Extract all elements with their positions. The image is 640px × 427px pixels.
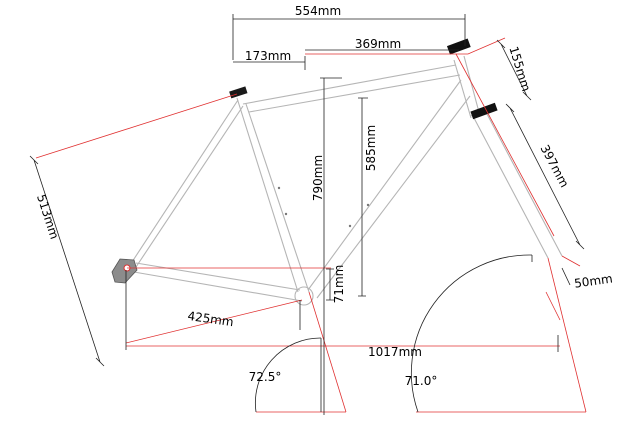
bottle-boss <box>366 203 370 207</box>
label-425: 425mm <box>187 309 235 329</box>
bb-axis <box>125 299 303 344</box>
seat-clamp <box>229 86 248 99</box>
dim-425-line <box>125 270 301 342</box>
seat-tube <box>236 97 310 293</box>
label-554: 554mm <box>295 4 341 18</box>
label-seat-angle: 72.5° <box>249 370 282 384</box>
label-50: 50mm <box>573 271 613 290</box>
dim-513-line <box>29 155 105 367</box>
chain-stay <box>133 262 303 302</box>
head-tube-axis <box>455 53 555 237</box>
label-790: 790mm <box>311 155 325 201</box>
label-173: 173mm <box>245 49 291 63</box>
label-155: 155mm <box>506 45 533 93</box>
dim-155-line <box>496 39 532 101</box>
dim-71-line <box>326 268 334 301</box>
bottom-bracket <box>294 286 314 306</box>
reference-lines <box>35 37 587 413</box>
bike-frame <box>111 38 563 306</box>
fork-rake-line <box>545 291 561 321</box>
angle-arcs <box>255 254 533 413</box>
down-tube <box>307 79 471 299</box>
label-585: 585mm <box>364 125 378 171</box>
label-71: 71mm <box>332 265 346 304</box>
fork-blade <box>473 113 563 259</box>
label-513: 513mm <box>34 193 62 241</box>
seat-angle-arc <box>255 337 322 413</box>
dim-50-line <box>561 267 571 286</box>
rear-dropout <box>111 258 138 284</box>
dim-173-line <box>233 56 306 70</box>
dim-1017-line <box>125 335 559 352</box>
top-tube <box>242 64 461 113</box>
dim-790-line <box>320 77 342 415</box>
front-axle-offset <box>561 255 581 267</box>
stack-reference-line <box>305 37 506 55</box>
seat-stay <box>131 99 244 268</box>
bottle-boss <box>277 186 281 190</box>
dimension-lines <box>29 14 585 415</box>
dim-554-line <box>232 14 466 60</box>
label-369: 369mm <box>355 37 401 51</box>
bottle-boss <box>284 212 288 216</box>
label-1017: 1017mm <box>368 345 422 359</box>
headset-bottom-cap <box>470 102 498 120</box>
label-head-angle: 71.0° <box>405 374 438 388</box>
dim-585-line <box>358 97 368 297</box>
bottle-boss <box>348 224 352 228</box>
seat-angle-ray <box>308 291 347 413</box>
dim-397-line <box>505 103 585 250</box>
head-angle-arc <box>411 254 533 413</box>
head-angle-ray <box>547 257 587 413</box>
head-tube <box>453 55 481 119</box>
label-397: 397mm <box>537 142 571 189</box>
headset-top-cap <box>446 38 471 55</box>
seat-tube-axis <box>35 93 238 159</box>
